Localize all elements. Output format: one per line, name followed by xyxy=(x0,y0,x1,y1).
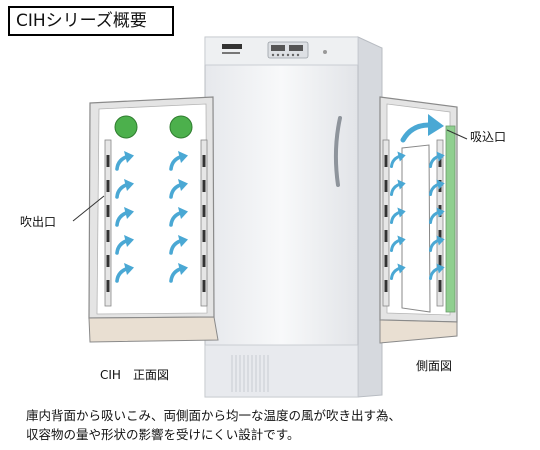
inlet-band xyxy=(445,125,456,313)
curved-arrow-icon xyxy=(400,114,444,143)
side-outlet-duct-right xyxy=(436,139,444,307)
caption-line-2: 収容物の量や形状の影響を受けにくい設計です。 xyxy=(26,427,300,442)
caption-line-1: 庫内背面から吸いこみ、両側面から均一な温度の風が吹き出す為、 xyxy=(26,408,402,423)
side-view-label: 側面図 xyxy=(416,359,453,373)
left-outlet-duct xyxy=(104,139,112,307)
right-outlet-duct xyxy=(200,139,208,307)
side-outlet-duct-left xyxy=(382,139,390,307)
cabinet-unit xyxy=(204,36,383,398)
shelf-insert xyxy=(401,144,431,313)
vent-circle-icon xyxy=(114,115,138,139)
vent-grille xyxy=(231,355,269,392)
door-handle xyxy=(333,116,342,187)
front-view-label: CIH 正面図 xyxy=(100,368,169,382)
outlet-label: 吹出口 xyxy=(20,215,57,229)
brand-logo xyxy=(222,44,242,49)
side-view-panel xyxy=(379,96,458,344)
inlet-leader-line xyxy=(446,129,468,140)
page-title: CIHシリーズ概要 xyxy=(8,6,174,36)
front-view-panel xyxy=(88,96,219,343)
inlet-label: 吸込口 xyxy=(470,130,507,144)
description-caption: 庫内背面から吸いこみ、両側面から均一な温度の風が吹き出す為、 収容物の量や形状の… xyxy=(26,406,496,444)
outlet-leader-line xyxy=(72,195,105,222)
vent-circle-icon xyxy=(169,115,193,139)
